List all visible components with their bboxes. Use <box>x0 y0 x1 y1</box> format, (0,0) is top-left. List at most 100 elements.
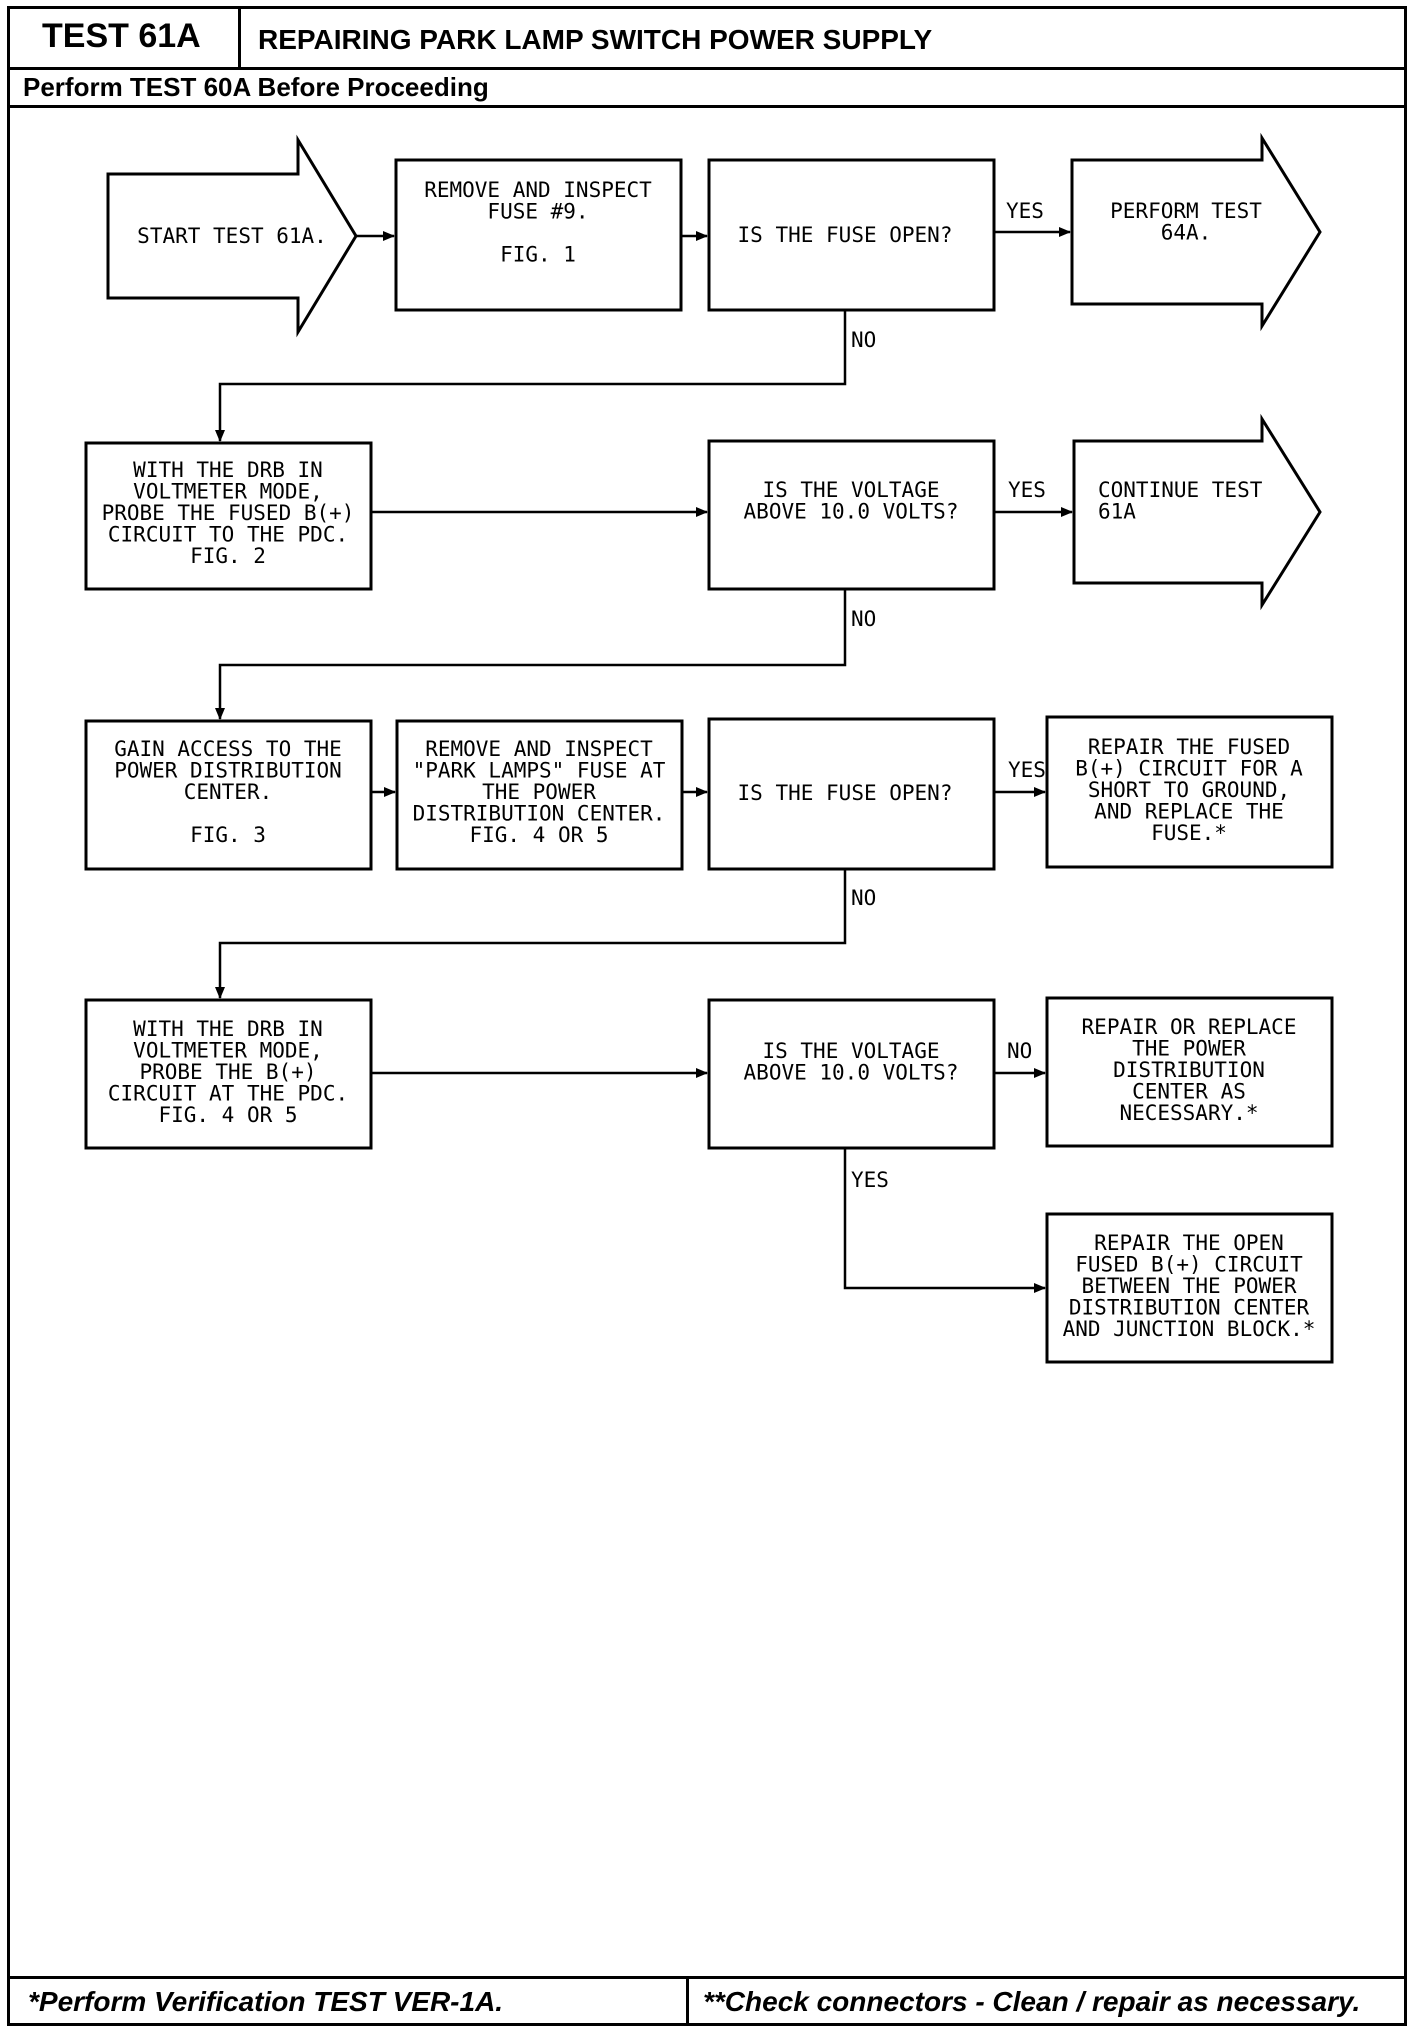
label-no-1: NO <box>851 328 876 352</box>
label-yes-4: YES <box>851 1168 889 1192</box>
node-text-line: "PARK LAMPS" FUSE AT <box>413 759 666 783</box>
node-text-line: ABOVE 10.0 VOLTS? <box>744 500 959 524</box>
fuse-open-2-text: IS THE FUSE OPEN? <box>738 781 953 805</box>
node-text-line: WITH THE DRB IN <box>133 1017 323 1041</box>
node-text-line: CENTER AS <box>1132 1080 1246 1104</box>
label-no-4: NO <box>1007 1039 1032 1063</box>
node-text-line: DISTRIBUTION CENTER. <box>413 802 666 826</box>
node-text-line: GAIN ACCESS TO THE <box>114 737 342 761</box>
node-text-line <box>532 221 545 245</box>
node-text-line: FUSE #9. <box>487 200 588 224</box>
subheader-divider <box>7 105 1407 108</box>
node-text-line: ABOVE 10.0 VOLTS? <box>744 1061 959 1085</box>
label-no-3: NO <box>851 886 876 910</box>
node-text-line <box>222 802 235 826</box>
footer-verification-note: *Perform Verification TEST VER-1A. <box>28 1986 504 2017</box>
node-text-line: THE POWER <box>482 780 596 804</box>
node-text-line: IS THE FUSE OPEN? <box>738 223 953 247</box>
repair-open-box <box>1045 1212 1334 1364</box>
node-text-line: NECESSARY.* <box>1119 1101 1258 1125</box>
node-text-line: REMOVE AND INSPECT <box>424 178 652 202</box>
node-text-line: PERFORM TEST <box>1110 199 1262 223</box>
node-text-line: REPAIR THE FUSED <box>1088 735 1290 759</box>
node-text-line: VOLTMETER MODE, <box>133 480 323 504</box>
node-text-line: IS THE VOLTAGE <box>762 478 939 502</box>
node-text-line: FIG. 3 <box>190 823 266 847</box>
node-text-line: FIG. 1 <box>500 243 576 267</box>
connector-voltage2-yes <box>843 1148 1046 1293</box>
connector-decision1-no <box>215 310 847 442</box>
outer-border <box>7 6 1407 2026</box>
node-text-line: 61A <box>1098 500 1136 524</box>
start-text: START TEST 61A. <box>137 224 327 248</box>
node-text-line: IS THE VOLTAGE <box>762 1039 939 1063</box>
node-text-line: VOLTMETER MODE, <box>133 1039 323 1063</box>
label-yes-2: YES <box>1008 478 1046 502</box>
node-text-line: PROBE THE FUSED B(+) <box>102 501 355 525</box>
probe-fused-bplus-box <box>84 441 373 591</box>
node-text-line: FUSED B(+) CIRCUIT <box>1075 1253 1303 1277</box>
footer-split <box>686 1976 689 2026</box>
node-text-line: FUSE.* <box>1151 821 1227 845</box>
node-text-line: FIG. 4 OR 5 <box>158 1103 297 1127</box>
node-text-line: START TEST 61A. <box>137 224 327 248</box>
node-text-line: REPAIR OR REPLACE <box>1082 1015 1297 1039</box>
fuse-open-1-text: IS THE FUSE OPEN? <box>738 223 953 247</box>
start-arrow-shape <box>106 134 358 338</box>
header-divider <box>7 67 1407 70</box>
node-text-line: AND REPLACE THE <box>1094 800 1284 824</box>
fuse-open-decision-2 <box>707 717 996 871</box>
prerequisite-note: Perform TEST 60A Before Proceeding <box>23 72 489 102</box>
node-text-line: CENTER. <box>184 780 273 804</box>
node-text-line: B(+) CIRCUIT FOR A <box>1075 757 1303 781</box>
node-text-line: DISTRIBUTION CENTER <box>1069 1296 1310 1320</box>
node-text-line: SHORT TO GROUND, <box>1088 778 1290 802</box>
node-text-line: PROBE THE B(+) <box>139 1060 316 1084</box>
remove-fuse9-box <box>394 158 683 312</box>
node-text-line: POWER DISTRIBUTION <box>114 759 342 783</box>
voltage-decision-2 <box>707 998 996 1150</box>
label-yes-3: YES <box>1008 758 1046 782</box>
test-id-divider <box>238 6 241 68</box>
node-text-line: DISTRIBUTION <box>1113 1058 1265 1082</box>
node-text-line: FIG. 2 <box>190 544 266 568</box>
node-text-line: FIG. 4 OR 5 <box>469 823 608 847</box>
node-text-line: CIRCUIT TO THE PDC. <box>108 523 348 547</box>
node-text-line: WITH THE DRB IN <box>133 458 323 482</box>
node-text-line: AND JUNCTION BLOCK.* <box>1063 1317 1316 1341</box>
label-no-2: NO <box>851 607 876 631</box>
gain-access-pdc-box <box>84 719 373 871</box>
node-text-line: BETWEEN THE POWER <box>1082 1274 1297 1298</box>
test-id: TEST 61A <box>42 17 201 55</box>
footer-connectors-note: **Check connectors - Clean / repair as n… <box>703 1986 1361 2017</box>
node-text-line: REMOVE AND INSPECT <box>425 737 653 761</box>
continue-61a-arrow-shape <box>1072 413 1322 611</box>
remove-park-fuse-box <box>395 719 684 871</box>
repair-short-box <box>1045 715 1334 869</box>
page-title: REPAIRING PARK LAMP SWITCH POWER SUPPLY <box>258 24 933 55</box>
repair-replace-pdc-box <box>1045 996 1334 1148</box>
label-yes-1: YES <box>1006 199 1044 223</box>
node-text-line: THE POWER <box>1132 1037 1246 1061</box>
node-text-line: 64A. <box>1161 221 1212 245</box>
perform-64a-arrow-shape <box>1070 132 1322 332</box>
node-text-line: CONTINUE TEST <box>1098 478 1263 502</box>
node-text-line: IS THE FUSE OPEN? <box>738 781 953 805</box>
voltage-decision-1 <box>707 439 996 591</box>
fuse-open-decision-1 <box>707 158 996 312</box>
connector-voltage1-no <box>215 589 847 720</box>
